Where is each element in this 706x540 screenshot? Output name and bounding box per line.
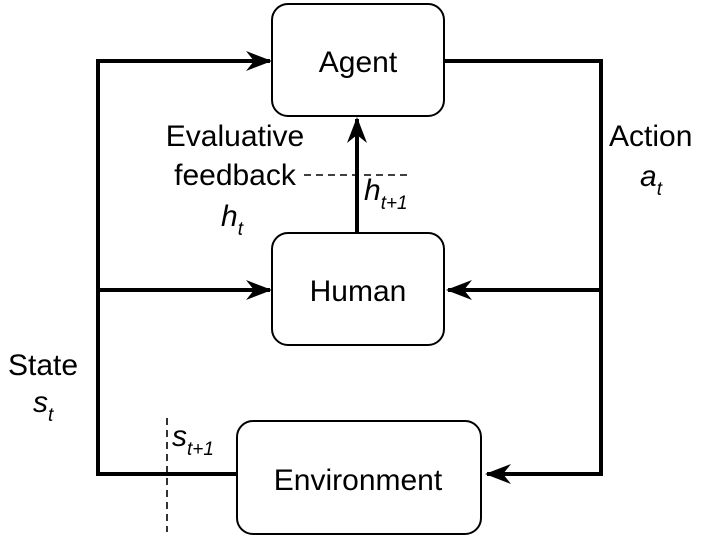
s-t-symbol: st (33, 386, 54, 426)
action-label: Action (609, 120, 692, 153)
human-box (271, 232, 445, 346)
environment-label: Environment (274, 464, 443, 497)
evaluative-label-line2: feedback (174, 159, 297, 192)
a-t-symbol: at (640, 160, 663, 200)
s-t-plus-1-symbol: st+1 (172, 420, 214, 460)
human-label: Human (310, 275, 407, 308)
state-label: State (8, 349, 78, 382)
environment-box (236, 420, 482, 535)
evaluative-label-line1: Evaluative (166, 120, 304, 153)
action-to-environment-arrow (444, 59, 603, 484)
agent-label: Agent (319, 46, 398, 79)
agent-box (271, 3, 445, 117)
h-t-symbol: ht (221, 200, 244, 240)
h-t-plus-1-symbol: ht+1 (364, 174, 408, 214)
state-to-agent-arrow (96, 51, 272, 476)
